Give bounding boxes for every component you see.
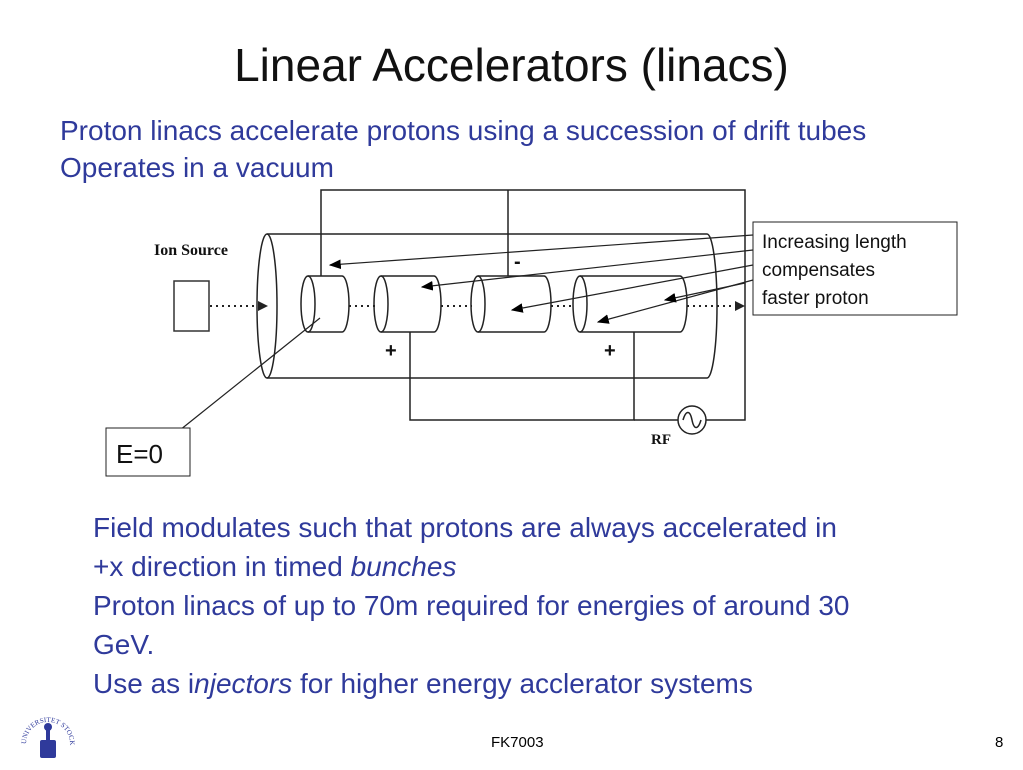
body-line-3: Proton linacs of up to 70m required for … bbox=[93, 590, 850, 621]
intro-line-2: Operates in a vacuum bbox=[60, 152, 334, 183]
body-line-1: Field modulates such that protons are al… bbox=[93, 512, 837, 543]
vacuum-cylinder bbox=[256, 233, 718, 379]
body-text: Field modulates such that protons are al… bbox=[93, 508, 993, 703]
efield-box bbox=[105, 427, 191, 477]
efield-label: E=0 bbox=[116, 439, 163, 469]
drift-tube-2 bbox=[373, 275, 442, 333]
drift-tube-1 bbox=[300, 275, 350, 333]
callout-box bbox=[752, 221, 958, 316]
intro-text: Proton linacs accelerate protons using a… bbox=[60, 112, 986, 186]
callout-line-2: compensates bbox=[762, 260, 875, 281]
rf-label: RF bbox=[651, 432, 671, 448]
body-line-2: +x direction in timed bunches bbox=[93, 551, 457, 582]
beam-arrow-out bbox=[735, 301, 745, 311]
callout-arrows bbox=[328, 234, 754, 324]
drift-tubes bbox=[300, 275, 688, 333]
drift-tube-4 bbox=[572, 275, 688, 333]
ion-source-label: Ion Source bbox=[154, 242, 228, 259]
beam-arrow-in bbox=[258, 301, 268, 311]
body-line-4: GeV. bbox=[93, 629, 155, 660]
drift-tube-3 bbox=[470, 275, 552, 333]
efield-pointer bbox=[179, 317, 321, 431]
intro-line-1: Proton linacs accelerate protons using a… bbox=[60, 115, 867, 146]
plus-sign-2: + bbox=[604, 340, 616, 362]
body-line-5: Use as injectors for higher energy accle… bbox=[93, 668, 753, 699]
footer-course: FK7003 bbox=[491, 734, 544, 751]
slide-title: Linear Accelerators (linacs) bbox=[234, 39, 789, 91]
minus-sign: - bbox=[514, 251, 521, 273]
plus-sign-1: + bbox=[385, 340, 397, 362]
ion-source-box bbox=[173, 280, 210, 332]
footer-page-number: 8 bbox=[995, 734, 1004, 751]
bottom-wiring bbox=[409, 332, 678, 421]
callout-line-3: faster proton bbox=[762, 288, 869, 309]
university-logo: UNIVERSITET STOCKHOLMS bbox=[18, 714, 76, 758]
top-wiring bbox=[320, 189, 746, 421]
callout-line-1: Increasing length bbox=[762, 232, 907, 253]
